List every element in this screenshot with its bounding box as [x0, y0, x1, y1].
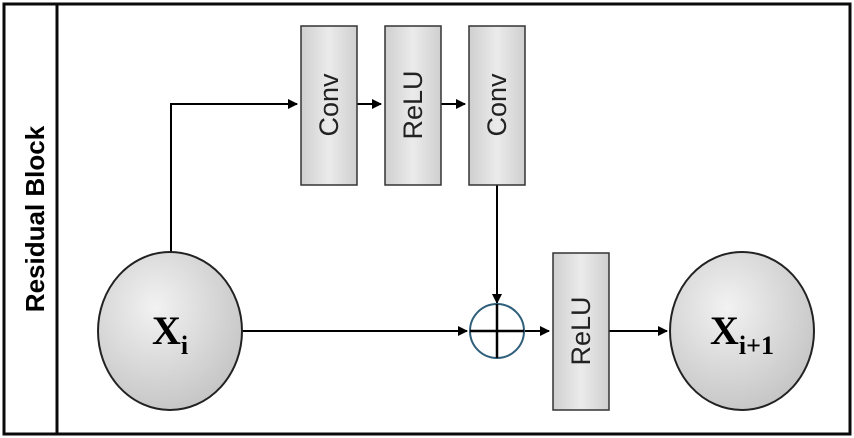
input-node-sub: i — [181, 331, 188, 360]
output-node-sub: i+1 — [739, 331, 774, 360]
connections — [170, 99, 668, 336]
block-label: Residual Block — [20, 125, 50, 312]
relu2-label: ReLU — [566, 296, 596, 365]
relu2-box: ReLU — [552, 252, 610, 411]
svg-text:Xi+1: Xi+1 — [710, 308, 774, 360]
input-node: Xi — [97, 251, 243, 411]
conv2-label: Conv — [482, 73, 512, 137]
output-node-main: X — [710, 308, 739, 353]
conv2-box: Conv — [468, 25, 526, 186]
relu1-box: ReLU — [384, 25, 442, 186]
input-node-main: X — [152, 308, 181, 353]
arrow-input-to-conv1 — [170, 99, 298, 254]
relu1-label: ReLU — [398, 70, 428, 139]
output-node: Xi+1 — [669, 251, 815, 411]
conv1-label: Conv — [314, 73, 344, 137]
sum-node — [469, 303, 525, 359]
conv1-box: Conv — [300, 25, 358, 186]
svg-text:Xi: Xi — [152, 308, 188, 360]
